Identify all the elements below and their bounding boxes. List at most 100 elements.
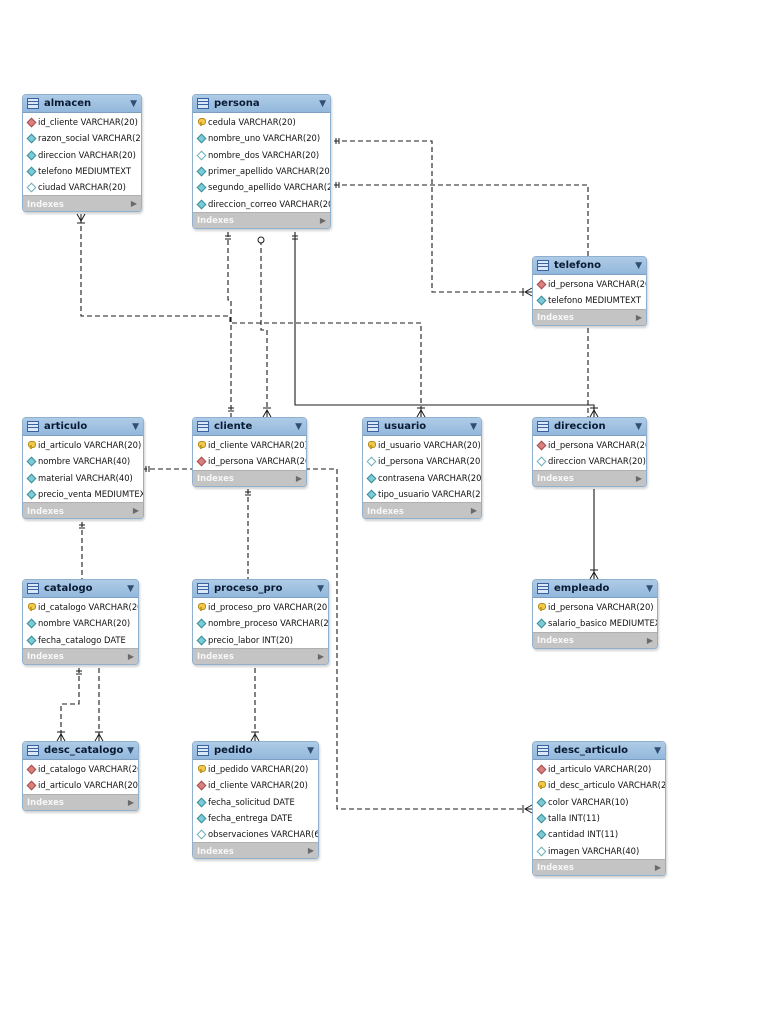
indexes-section[interactable]: Indexes▶ <box>23 502 143 519</box>
column-row[interactable]: id_articulo VARCHAR(20) <box>23 777 138 793</box>
column-row[interactable]: cantidad INT(11) <box>533 826 665 842</box>
chevron-down-icon[interactable]: ▼ <box>317 583 324 594</box>
expand-arrow-icon[interactable]: ▶ <box>307 846 314 856</box>
table-persona[interactable]: persona▼cedula VARCHAR(20)nombre_uno VAR… <box>192 94 331 229</box>
expand-arrow-icon[interactable]: ▶ <box>295 473 302 483</box>
table-header[interactable]: desc_articulo▼ <box>533 742 665 760</box>
table-header[interactable]: almacen▼ <box>23 95 141 113</box>
chevron-down-icon[interactable]: ▼ <box>319 98 326 109</box>
column-row[interactable]: nombre VARCHAR(40) <box>23 453 143 469</box>
indexes-section[interactable]: Indexes▶ <box>533 631 657 648</box>
expand-arrow-icon[interactable]: ▶ <box>635 312 642 322</box>
column-row[interactable]: nombre VARCHAR(20) <box>23 615 138 631</box>
chevron-down-icon[interactable]: ▼ <box>127 745 134 756</box>
expand-arrow-icon[interactable]: ▶ <box>635 473 642 483</box>
column-row[interactable]: id_desc_articulo VARCHAR(20) <box>533 777 665 793</box>
expand-arrow-icon[interactable]: ▶ <box>130 199 137 209</box>
expand-arrow-icon[interactable]: ▶ <box>132 506 139 516</box>
expand-arrow-icon[interactable]: ▶ <box>317 651 324 661</box>
column-row[interactable]: tipo_usuario VARCHAR(20) <box>363 486 481 502</box>
column-row[interactable]: precio_labor INT(20) <box>193 632 328 648</box>
table-catalogo[interactable]: catalogo▼id_catalogo VARCHAR(20)nombre V… <box>22 579 139 665</box>
column-row[interactable]: fecha_catalogo DATE <box>23 632 138 648</box>
chevron-down-icon[interactable]: ▼ <box>635 260 642 271</box>
column-row[interactable]: id_pedido VARCHAR(20) <box>193 761 318 777</box>
table-empleado[interactable]: empleado▼id_persona VARCHAR(20)salario_b… <box>532 579 658 649</box>
indexes-section[interactable]: Indexes▶ <box>533 308 646 325</box>
chevron-down-icon[interactable]: ▼ <box>646 583 653 594</box>
chevron-down-icon[interactable]: ▼ <box>470 421 477 432</box>
column-row[interactable]: razon_social VARCHAR(20) <box>23 130 141 146</box>
indexes-section[interactable]: Indexes▶ <box>193 469 306 486</box>
indexes-section[interactable]: Indexes▶ <box>23 195 141 212</box>
column-row[interactable]: observaciones VARCHAR(60) <box>193 826 318 842</box>
table-header[interactable]: proceso_pro▼ <box>193 580 328 598</box>
chevron-down-icon[interactable]: ▼ <box>130 98 137 109</box>
indexes-section[interactable]: Indexes▶ <box>533 858 665 875</box>
table-telefono[interactable]: telefono▼id_persona VARCHAR(20)telefono … <box>532 256 647 326</box>
expand-arrow-icon[interactable]: ▶ <box>127 797 134 807</box>
column-row[interactable]: segundo_apellido VARCHAR(20) <box>193 179 330 195</box>
column-row[interactable]: imagen VARCHAR(40) <box>533 842 665 858</box>
column-row[interactable]: fecha_solicitud DATE <box>193 794 318 810</box>
table-desc_articulo[interactable]: desc_articulo▼id_articulo VARCHAR(20)id_… <box>532 741 666 876</box>
column-row[interactable]: id_persona VARCHAR(20) <box>533 276 646 292</box>
chevron-down-icon[interactable]: ▼ <box>654 745 661 756</box>
column-row[interactable]: id_persona VARCHAR(20) <box>533 599 657 615</box>
column-row[interactable]: ciudad VARCHAR(20) <box>23 179 141 195</box>
indexes-section[interactable]: Indexes▶ <box>193 842 318 859</box>
table-header[interactable]: desc_catalogo▼ <box>23 742 138 760</box>
column-row[interactable]: direccion VARCHAR(20) <box>533 453 646 469</box>
table-header[interactable]: cliente▼ <box>193 418 306 436</box>
column-row[interactable]: id_persona VARCHAR(20) <box>533 437 646 453</box>
column-row[interactable]: direccion_correo VARCHAR(20) <box>193 195 330 211</box>
chevron-down-icon[interactable]: ▼ <box>635 421 642 432</box>
column-row[interactable]: id_persona VARCHAR(20) <box>193 453 306 469</box>
table-header[interactable]: persona▼ <box>193 95 330 113</box>
table-desc_catalogo[interactable]: desc_catalogo▼id_catalogo VARCHAR(20)id_… <box>22 741 139 811</box>
column-row[interactable]: primer_apellido VARCHAR(20) <box>193 163 330 179</box>
column-row[interactable]: talla INT(11) <box>533 810 665 826</box>
expand-arrow-icon[interactable]: ▶ <box>646 635 653 645</box>
column-row[interactable]: id_persona VARCHAR(20) <box>363 453 481 469</box>
column-row[interactable]: nombre_dos VARCHAR(20) <box>193 147 330 163</box>
table-header[interactable]: catalogo▼ <box>23 580 138 598</box>
table-header[interactable]: pedido▼ <box>193 742 318 760</box>
expand-arrow-icon[interactable]: ▶ <box>319 215 326 225</box>
column-row[interactable]: direccion VARCHAR(20) <box>23 147 141 163</box>
column-row[interactable]: id_usuario VARCHAR(20) <box>363 437 481 453</box>
indexes-section[interactable]: Indexes▶ <box>363 502 481 519</box>
chevron-down-icon[interactable]: ▼ <box>295 421 302 432</box>
table-proceso_pro[interactable]: proceso_pro▼id_proceso_pro VARCHAR(20)no… <box>192 579 329 665</box>
expand-arrow-icon[interactable]: ▶ <box>654 862 661 872</box>
column-row[interactable]: fecha_entrega DATE <box>193 810 318 826</box>
indexes-section[interactable]: Indexes▶ <box>193 211 330 228</box>
indexes-section[interactable]: Indexes▶ <box>193 647 328 664</box>
table-almacen[interactable]: almacen▼id_cliente VARCHAR(20)razon_soci… <box>22 94 142 213</box>
column-row[interactable]: id_catalogo VARCHAR(20) <box>23 761 138 777</box>
column-row[interactable]: id_cliente VARCHAR(20) <box>193 777 318 793</box>
column-row[interactable]: telefono MEDIUMTEXT <box>533 292 646 308</box>
column-row[interactable]: precio_venta MEDIUMTEXT <box>23 486 143 502</box>
table-pedido[interactable]: pedido▼id_pedido VARCHAR(20)id_cliente V… <box>192 741 319 860</box>
chevron-down-icon[interactable]: ▼ <box>307 745 314 756</box>
column-row[interactable]: id_proceso_pro VARCHAR(20) <box>193 599 328 615</box>
table-header[interactable]: empleado▼ <box>533 580 657 598</box>
chevron-down-icon[interactable]: ▼ <box>127 583 134 594</box>
indexes-section[interactable]: Indexes▶ <box>23 647 138 664</box>
expand-arrow-icon[interactable]: ▶ <box>127 651 134 661</box>
column-row[interactable]: id_articulo VARCHAR(20) <box>23 437 143 453</box>
column-row[interactable]: id_articulo VARCHAR(20) <box>533 761 665 777</box>
table-direccion[interactable]: direccion▼id_persona VARCHAR(20)direccio… <box>532 417 647 487</box>
table-usuario[interactable]: usuario▼id_usuario VARCHAR(20)id_persona… <box>362 417 482 520</box>
chevron-down-icon[interactable]: ▼ <box>132 421 139 432</box>
column-row[interactable]: nombre_uno VARCHAR(20) <box>193 130 330 146</box>
table-header[interactable]: direccion▼ <box>533 418 646 436</box>
table-cliente[interactable]: cliente▼id_cliente VARCHAR(20)id_persona… <box>192 417 307 487</box>
table-articulo[interactable]: articulo▼id_articulo VARCHAR(20)nombre V… <box>22 417 144 520</box>
column-row[interactable]: id_cliente VARCHAR(20) <box>23 114 141 130</box>
expand-arrow-icon[interactable]: ▶ <box>470 506 477 516</box>
table-header[interactable]: telefono▼ <box>533 257 646 275</box>
column-row[interactable]: nombre_proceso VARCHAR(20) <box>193 615 328 631</box>
indexes-section[interactable]: Indexes▶ <box>23 793 138 810</box>
